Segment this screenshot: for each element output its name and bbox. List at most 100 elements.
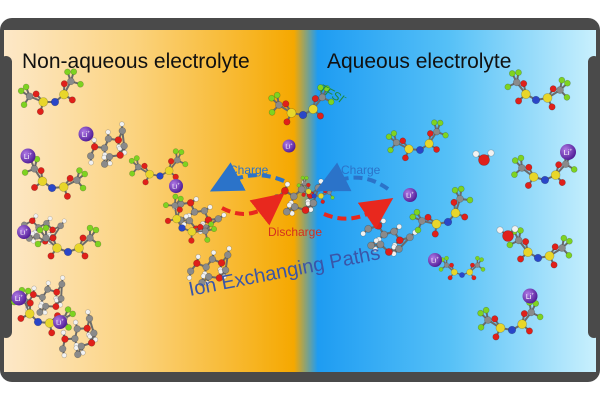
hydrogen-atom [221,212,227,218]
fluorine-atom [444,255,449,261]
carbon-atom [221,266,230,274]
oxygen-atom [17,314,25,322]
carbon-atom [406,233,414,242]
tfsi-molecule [21,155,89,200]
hydrogen-atom [33,213,39,219]
oxygen-atom [217,259,226,267]
nitrogen-atom [416,146,424,154]
li-ion: Li+ [78,126,94,142]
nitrogen-atom [443,217,453,227]
oxygen-atom [49,234,57,242]
nitrogen-atom [533,253,543,263]
fluorine-atom [466,196,474,204]
nitrogen-atom [63,247,73,257]
sulfur-atom [37,176,48,187]
li-ion-charge: + [87,129,90,134]
nitrogen-atom [47,183,57,193]
oxygen-atom [49,226,56,234]
fluorine-atom [70,68,78,76]
carbon-atom [214,215,223,223]
charge-arrow-left [209,162,285,192]
li-ion-charge: + [29,151,32,156]
li-ion-charge: + [177,182,180,187]
li-ion-sphere [282,139,296,153]
fluorine-atom [21,169,29,176]
fluorine-atom [36,226,44,234]
oxygen-atom [31,183,39,191]
molecule-layer: Li+Li+Li+Li+Li+Li+Li+Li+Li+Li+Li+ [10,68,578,359]
carbon-atom [309,199,318,207]
li-ion-label: Li+ [564,148,573,157]
oxygen-atom [37,167,45,175]
li-ion: Li+ [560,144,576,160]
carbon-atom [100,144,109,152]
carbon-atom [36,308,44,316]
fluorine-atom [565,252,573,259]
sulfur-atom [450,268,458,276]
fluorine-atom [536,313,544,321]
fluorine-atom [86,224,94,232]
sulfur-atom [74,243,84,253]
oxygen-atom [215,274,224,282]
carbon-atom [518,164,526,172]
oxygen-atom [282,100,290,108]
li-ion-sphere [17,225,31,239]
sulfur-atom [308,104,318,114]
tfsi-molecule [438,255,486,281]
hydrogen-atom [487,149,495,157]
oxygen-atom [316,112,324,120]
carbon-atom [443,262,450,268]
hydrogen-atom [284,181,291,188]
fluorine-atom [330,195,335,200]
carbon-atom [86,234,94,242]
electrolyte-background [4,30,596,372]
fluorine-atom [304,175,309,180]
fluorine-atom [92,226,100,234]
fluorine-atom [451,186,459,194]
fluorine-atom [515,69,522,76]
fluorine-atom [204,236,211,243]
oxygen-atom [524,181,532,189]
li-ion: Li+ [522,288,538,304]
fluorine-atom [20,101,28,109]
li-ion-symbol: Li [526,293,532,301]
solvent-molecule [186,245,232,287]
fluorine-atom [327,98,335,106]
oxygen-atom [53,288,61,296]
hydrogen-atom [472,150,480,158]
oxygen-atom [193,259,201,268]
sulfur-atom [172,214,182,224]
fluorine-atom [477,309,484,317]
carbon-atom [104,135,113,143]
discharge-arrow-right [323,198,394,230]
carbon-atom [73,325,81,333]
carbon-atom [318,93,327,102]
sulfur-atom [450,208,461,218]
fluorine-atom [558,76,566,84]
fluorine-atom [480,267,486,272]
li-ion-label: Li+ [172,182,180,191]
fluorine-atom [177,195,184,202]
sulfur-atom [544,251,555,261]
oxygen-atom [402,154,409,162]
carbon-atom [433,128,441,136]
oxygen-atom [311,95,319,103]
carbon-atom [376,240,385,249]
tfsi-molecule [162,193,218,244]
oxygen-atom [29,291,37,299]
fluorine-atom [323,85,331,92]
fluorine-atom [81,170,89,178]
charge-label-right: Charge [341,163,381,177]
oxygen-atom [281,186,289,195]
left-electrode [0,56,12,338]
oxygen-atom [555,161,563,169]
oxygen-atom [502,230,514,242]
carbon-atom [289,192,298,201]
carbon-atom [527,308,536,317]
fluorine-atom [24,287,32,295]
oxygen-atom [320,199,325,204]
tfsi-molecule [34,224,102,260]
fluorine-atom [563,94,571,101]
oxygen-atom [525,163,533,171]
carbon-atom [297,185,306,194]
